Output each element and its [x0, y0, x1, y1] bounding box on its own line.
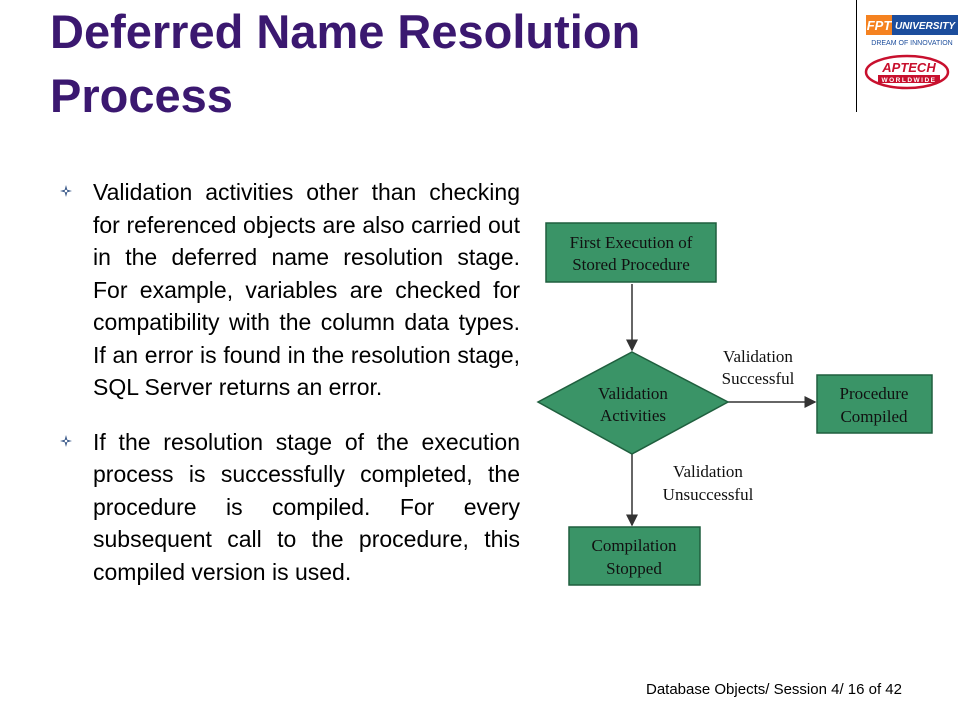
header-divider [856, 0, 857, 112]
bullet-item: If the resolution stage of the execution… [60, 426, 520, 589]
bullet-list: Validation activities other than checkin… [60, 176, 520, 610]
svg-text:FPT: FPT [867, 18, 893, 33]
bullet-text: Validation activities other than checkin… [93, 179, 520, 400]
aptech-worldwide-logo: APTECH WORLDWIDE [864, 54, 950, 90]
four-point-star-icon [60, 185, 72, 197]
svg-text:WORLDWIDE: WORLDWIDE [881, 77, 936, 84]
flowchart-node-decision: Validation Activities [536, 351, 730, 455]
bullet-item: Validation activities other than checkin… [60, 176, 520, 404]
success-label-line-2: Compiled [840, 407, 908, 426]
decision-label-line-2: Activities [600, 406, 666, 425]
flowchart-node-failure: Compilation Stopped [568, 526, 701, 586]
slide-footer: Database Objects/ Session 4/ 16 of 42 [646, 681, 902, 698]
failure-edge-label-line-2: Unsuccessful [663, 485, 754, 504]
success-edge-label-line-2: Successful [722, 369, 795, 388]
decision-label-line-1: Validation [598, 384, 668, 403]
flowchart: First Execution of Stored Procedure Vali… [536, 222, 933, 586]
fpt-university-logo: FPT UNIVERSITY DREAM OF INNOVATION [866, 15, 958, 47]
svg-text:DREAM OF INNOVATION: DREAM OF INNOVATION [871, 40, 952, 47]
success-label-line-1: Procedure [840, 384, 909, 403]
bullet-text: If the resolution stage of the execution… [93, 428, 520, 585]
failure-label-line-2: Stopped [606, 559, 662, 578]
svg-text:APTECH: APTECH [881, 60, 936, 75]
success-edge-label-line-1: Validation [723, 347, 793, 366]
failure-label-line-1: Compilation [592, 536, 678, 555]
flowchart-node-success: Procedure Compiled [816, 374, 933, 434]
start-label-line-1: First Execution of [570, 233, 693, 252]
slide-title: Deferred Name Resolution Process [50, 5, 641, 122]
four-point-star-icon [60, 434, 72, 447]
start-label-line-2: Stored Procedure [572, 255, 690, 274]
svg-text:UNIVERSITY: UNIVERSITY [895, 21, 956, 32]
flowchart-node-start: First Execution of Stored Procedure [545, 222, 717, 283]
failure-edge-label-line-1: Validation [673, 462, 743, 481]
